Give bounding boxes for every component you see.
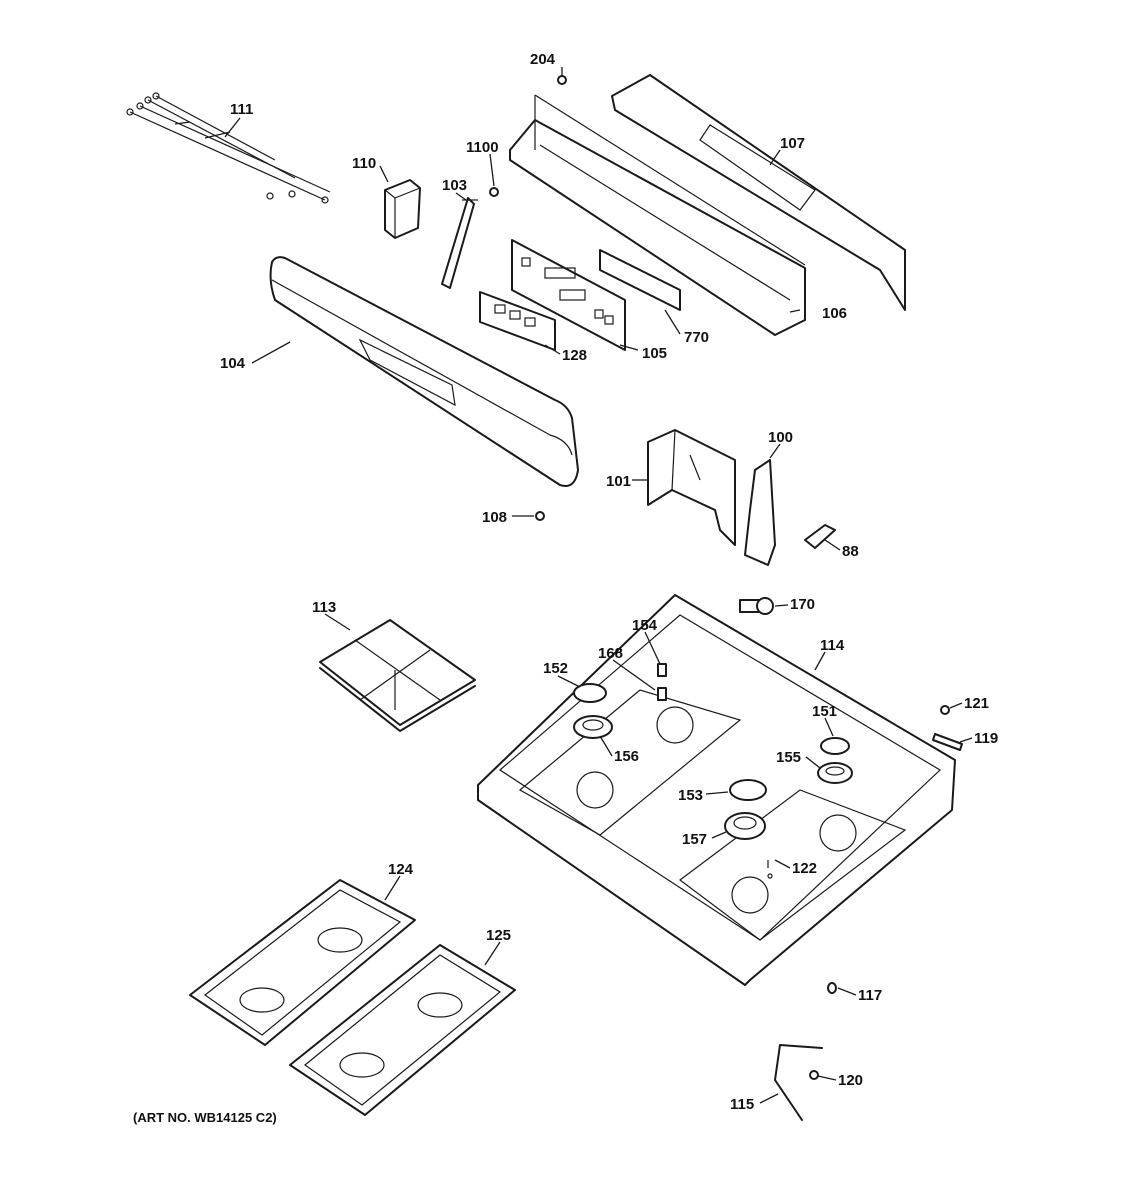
part-107-top-panel xyxy=(611,74,906,311)
part-111-wire-harness xyxy=(126,92,331,204)
label-157: 157 xyxy=(682,831,707,848)
label-115: 115 xyxy=(730,1096,754,1113)
label-104: 104 xyxy=(220,355,246,372)
part-117-grommet xyxy=(827,982,837,994)
part-1100-screw xyxy=(489,187,499,197)
label-155: 155 xyxy=(776,749,801,766)
part-105-control-board xyxy=(511,239,626,351)
part-88-knob xyxy=(804,524,836,549)
part-119-bracket xyxy=(932,733,963,751)
label-113: 113 xyxy=(312,599,336,616)
part-103-bracket xyxy=(441,197,478,289)
part-124-drip-pan xyxy=(189,879,416,1046)
label-204: 204 xyxy=(530,51,556,68)
part-155-burner-head xyxy=(817,762,853,784)
label-101: 101 xyxy=(606,473,631,490)
part-154-orifice xyxy=(657,663,667,677)
label-128: 128 xyxy=(562,347,587,364)
part-110-module xyxy=(384,179,421,239)
label-125: 125 xyxy=(486,927,511,944)
label-122: 122 xyxy=(792,860,817,877)
label-153: 153 xyxy=(678,787,703,804)
label-770: 770 xyxy=(684,329,709,346)
label-170: 170 xyxy=(790,596,815,613)
label-114: 114 xyxy=(820,637,845,654)
label-124: 124 xyxy=(388,861,414,878)
label-156: 156 xyxy=(614,748,639,765)
part-152-burner-cap xyxy=(573,683,607,703)
part-204-screw xyxy=(557,75,567,85)
label-120: 120 xyxy=(838,1072,863,1089)
label-106: 106 xyxy=(822,305,847,322)
part-101-bracket xyxy=(647,429,736,546)
label-111: 111 xyxy=(230,101,253,118)
part-114-cooktop xyxy=(477,594,956,986)
art-number: (ART NO. WB14125 C2) xyxy=(133,1110,277,1125)
label-168: 168 xyxy=(598,645,623,662)
label-151: 151 xyxy=(812,703,837,720)
label-107: 107 xyxy=(780,135,805,152)
part-122-igniter xyxy=(767,860,773,879)
part-113-grate xyxy=(319,619,476,732)
label-110: 110 xyxy=(352,155,376,172)
part-115-tube xyxy=(774,1044,823,1121)
label-117: 117 xyxy=(858,987,882,1004)
label-100: 100 xyxy=(768,429,793,446)
label-108: 108 xyxy=(482,509,507,526)
part-168-orifice xyxy=(657,687,667,701)
part-128-overlay xyxy=(479,291,556,351)
label-1100: 1100 xyxy=(466,139,499,156)
part-151-burner-cap xyxy=(820,737,850,755)
part-106-rear-panel xyxy=(509,94,806,336)
part-121-screw xyxy=(940,705,950,715)
label-88: 88 xyxy=(842,543,859,560)
label-103: 103 xyxy=(442,177,467,194)
part-108-screw xyxy=(535,511,545,521)
part-153-burner-cap xyxy=(729,779,767,801)
part-labels: 204 111 107 1100 110 103 106 770 104 128… xyxy=(220,51,998,1113)
part-170-bolt xyxy=(739,597,774,615)
label-121: 121 xyxy=(964,695,989,712)
leader-lines xyxy=(224,67,973,1104)
label-152: 152 xyxy=(543,660,568,677)
part-120-screw xyxy=(809,1070,819,1080)
part-157-burner-head xyxy=(724,812,766,840)
label-119: 119 xyxy=(974,730,998,747)
part-104-console xyxy=(269,256,579,487)
label-105: 105 xyxy=(642,345,667,362)
part-100-bracket xyxy=(744,459,776,566)
part-770-bracket xyxy=(599,249,681,311)
label-154: 154 xyxy=(632,617,658,634)
part-125-drip-pan xyxy=(289,944,516,1116)
part-156-burner-head xyxy=(573,715,613,739)
